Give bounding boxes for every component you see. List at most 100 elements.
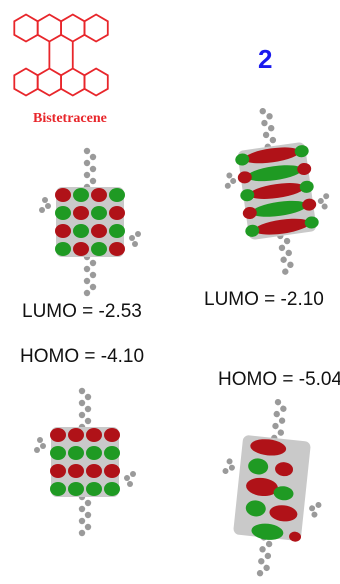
right-lumo-energy-label: LUMO = -2.10 bbox=[204, 289, 324, 310]
alkyl-atom bbox=[89, 177, 97, 185]
orbital-lobe-positive bbox=[73, 242, 89, 256]
benzene-ring bbox=[13, 13, 39, 43]
alkyl-atom bbox=[278, 417, 286, 424]
orbital-lobe-positive bbox=[91, 188, 107, 202]
orbital-lobe-positive bbox=[68, 428, 84, 442]
alkyl-atom bbox=[83, 277, 91, 285]
alkyl-atom bbox=[287, 261, 294, 269]
orbital-lobe-positive bbox=[86, 464, 102, 478]
orbital-lobe-positive bbox=[55, 188, 71, 202]
side-chain-atom bbox=[226, 172, 233, 179]
right-lumo-orbital bbox=[224, 108, 330, 275]
alkyl-atom bbox=[78, 529, 86, 537]
alkyl-atom bbox=[278, 244, 286, 252]
alkyl-atom bbox=[259, 546, 266, 553]
alkyl-atom bbox=[83, 147, 91, 155]
alkyl-atom bbox=[78, 505, 86, 513]
alkyl-atom bbox=[273, 410, 280, 418]
left-lumo-orbital bbox=[39, 147, 141, 297]
side-chain-atom bbox=[34, 447, 40, 453]
alkyl-atom bbox=[84, 405, 92, 413]
orbital-lobe-negative bbox=[109, 224, 125, 238]
benzene-ring bbox=[83, 67, 109, 97]
alkyl-atom bbox=[256, 570, 264, 577]
side-chain-atom bbox=[323, 193, 330, 200]
orbital-lobe-positive bbox=[250, 439, 287, 456]
orbital-lobe-negative bbox=[299, 180, 314, 193]
alkyl-atom bbox=[84, 523, 92, 531]
orbital-lobe-positive bbox=[269, 505, 298, 522]
orbital-lobe-negative bbox=[104, 446, 120, 460]
alkyl-atom bbox=[83, 289, 91, 297]
orbital-lobe-negative bbox=[86, 482, 102, 496]
alkyl-atom bbox=[83, 171, 91, 179]
orbital-lobe-negative bbox=[109, 188, 125, 202]
orbital-lobe-negative bbox=[294, 145, 309, 158]
side-chain-atom bbox=[228, 464, 235, 471]
orbital-lobe-positive bbox=[109, 206, 125, 220]
left-homo-energy-label: HOMO = -4.10 bbox=[20, 346, 145, 367]
orbital-lobe-negative bbox=[68, 446, 84, 460]
orbital-lobe-positive bbox=[246, 477, 278, 497]
right-homo-energy-label: HOMO = -5.04 bbox=[218, 369, 340, 390]
alkyl-atom bbox=[266, 113, 273, 120]
orbital-lobe-negative bbox=[50, 446, 66, 460]
orbital-lobe-negative bbox=[273, 486, 294, 501]
side-chain-atom bbox=[222, 468, 229, 475]
alkyl-atom bbox=[84, 511, 92, 519]
alkyl-atom bbox=[84, 393, 92, 401]
alkyl-atom bbox=[84, 499, 92, 507]
orbital-lobe-positive bbox=[275, 462, 294, 477]
alkyl-atom bbox=[268, 124, 275, 132]
alkyl-atom bbox=[258, 558, 265, 565]
aromatic-core bbox=[51, 427, 119, 497]
orbital-lobe-negative bbox=[235, 153, 250, 166]
side-chain-atom bbox=[42, 197, 48, 203]
orbital-lobe-negative bbox=[50, 482, 66, 496]
side-chain-atom bbox=[127, 481, 133, 487]
aromatic-core bbox=[56, 187, 124, 257]
orbital-lobe-positive bbox=[237, 171, 252, 184]
side-chain-atom bbox=[45, 203, 51, 209]
orbital-lobe-positive bbox=[68, 464, 84, 478]
side-chain-atom bbox=[37, 437, 43, 443]
alkyl-atom bbox=[89, 153, 97, 161]
side-chain-atom bbox=[224, 182, 231, 189]
orbital-lobe-negative bbox=[55, 206, 71, 220]
orbital-lobe-negative bbox=[240, 189, 255, 202]
alkyl-atom bbox=[89, 259, 97, 267]
orbital-lobe-negative bbox=[245, 500, 266, 517]
alkyl-atom bbox=[89, 271, 97, 279]
orbital-lobe-negative bbox=[73, 188, 89, 202]
side-chain-atom bbox=[311, 511, 318, 518]
left-lumo-energy-label: LUMO = -2.53 bbox=[22, 301, 142, 322]
orbital-lobe-positive bbox=[50, 428, 66, 442]
alkyl-atom bbox=[263, 564, 270, 572]
orbital-lobe-negative bbox=[251, 523, 284, 540]
alkyl-atom bbox=[272, 422, 279, 430]
alkyl-atom bbox=[282, 268, 289, 275]
alkyl-atom bbox=[265, 540, 273, 548]
side-chain-atom bbox=[135, 231, 141, 237]
benzene-ring bbox=[83, 13, 109, 43]
benzene-ring bbox=[36, 13, 62, 43]
alkyl-atom bbox=[83, 159, 91, 167]
orbital-lobe-positive bbox=[254, 218, 310, 235]
alkyl-atom bbox=[274, 398, 282, 406]
benzene-ring bbox=[36, 67, 62, 97]
alkyl-atom bbox=[261, 119, 268, 127]
alkyl-atom bbox=[285, 249, 292, 257]
alkyl-atom bbox=[283, 237, 291, 245]
alkyl-atom bbox=[84, 417, 92, 425]
side-chain-atom bbox=[132, 241, 138, 247]
side-chain-atom bbox=[317, 197, 324, 204]
orbital-lobe-negative bbox=[73, 224, 89, 238]
orbital-lobe-positive bbox=[104, 428, 120, 442]
orbital-lobe-negative bbox=[248, 458, 269, 475]
alkyl-atom bbox=[259, 108, 266, 115]
alkyl-atom bbox=[280, 256, 287, 263]
left-homo-orbital bbox=[34, 387, 136, 537]
orbital-lobe-negative bbox=[91, 206, 107, 220]
orbital-lobe-negative bbox=[251, 200, 308, 217]
orbital-lobe-positive bbox=[50, 464, 66, 478]
